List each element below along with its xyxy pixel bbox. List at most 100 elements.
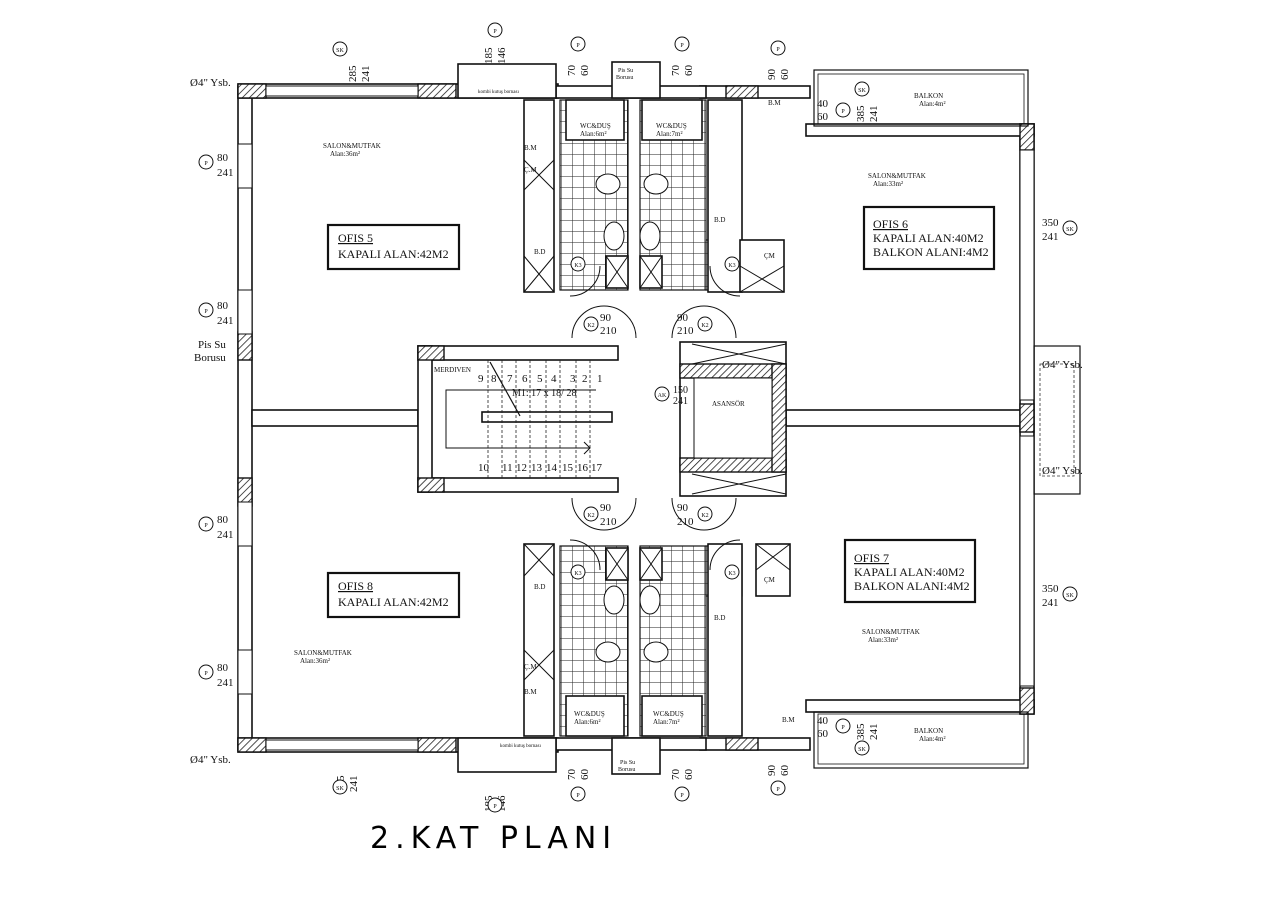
svg-text:kombi kutuş bornası: kombi kutuş bornası — [478, 90, 519, 95]
svg-text:Alan:6m²: Alan:6m² — [580, 130, 607, 138]
svg-text:241: 241 — [217, 677, 234, 689]
svg-text:P: P — [776, 47, 780, 53]
svg-text:Borusu: Borusu — [194, 352, 226, 364]
svg-text:KAPALI ALAN:40M2: KAPALI ALAN:40M2 — [873, 231, 984, 245]
svg-text:K3: K3 — [574, 263, 581, 269]
svg-text:Pis Su: Pis Su — [198, 339, 226, 351]
room-label: SALON&MUTFAK — [862, 628, 920, 636]
svg-text:241: 241 — [217, 167, 234, 179]
svg-text:Ø4" Ysb.: Ø4" Ysb. — [190, 77, 231, 89]
svg-text:90: 90 — [677, 312, 689, 324]
svg-text:SK: SK — [858, 88, 866, 94]
svg-text:P: P — [493, 804, 497, 810]
plan-title: 2.KAT PLANI — [370, 821, 617, 856]
room-labels: SALON&MUTFAK Alan:36m² SALON&MUTFAK Alan… — [190, 68, 1083, 773]
svg-text:B.M: B.M — [782, 716, 795, 724]
svg-text:Alan:7m²: Alan:7m² — [656, 130, 683, 138]
svg-text:210: 210 — [600, 516, 617, 528]
svg-text:Alan:36m²: Alan:36m² — [300, 657, 330, 665]
svg-text:OFIS 8: OFIS 8 — [338, 579, 373, 593]
room-label: SALON&MUTFAK — [294, 649, 352, 657]
svg-text:3: 3 — [570, 373, 576, 385]
svg-text:40: 40 — [817, 98, 829, 110]
svg-text:210: 210 — [677, 325, 694, 337]
svg-text:Alan:4m²: Alan:4m² — [919, 100, 946, 108]
svg-text:Alan:4m²: Alan:4m² — [919, 735, 946, 743]
svg-text:70: 70 — [670, 769, 682, 781]
svg-text:241: 241 — [217, 315, 234, 327]
svg-text:60: 60 — [683, 769, 695, 781]
svg-text:AK: AK — [658, 393, 667, 399]
svg-text:Pis Su: Pis Su — [618, 68, 633, 74]
svg-text:Alan:6m²: Alan:6m² — [574, 718, 601, 726]
svg-text:WC&DUŞ: WC&DUŞ — [653, 710, 684, 718]
svg-text:WC&DUŞ: WC&DUŞ — [574, 710, 605, 718]
svg-text:P: P — [204, 161, 208, 167]
svg-text:60: 60 — [779, 765, 791, 777]
svg-text:16: 16 — [577, 462, 589, 474]
svg-text:kombi kutuş bornası: kombi kutuş bornası — [500, 744, 541, 749]
svg-text:P: P — [680, 793, 684, 799]
svg-text:5: 5 — [537, 373, 543, 385]
svg-text:Ø4" Ysb.: Ø4" Ysb. — [1042, 465, 1083, 477]
svg-text:150: 150 — [673, 385, 688, 396]
windows — [237, 61, 1035, 775]
dimension-tags: SK 285 241 P 185 146 P 70 60 P 70 60 P 9… — [198, 22, 1078, 813]
svg-text:10: 10 — [478, 462, 490, 474]
svg-text:241: 241 — [348, 776, 360, 793]
svg-text:60: 60 — [579, 769, 591, 781]
svg-text:P: P — [841, 725, 845, 731]
svg-text:MERDIVEN: MERDIVEN — [434, 366, 471, 374]
svg-text:70: 70 — [670, 65, 682, 77]
svg-text:OFIS 7: OFIS 7 — [854, 551, 889, 565]
svg-text:K2: K2 — [587, 323, 594, 329]
svg-text:BALKON: BALKON — [914, 727, 943, 735]
svg-text:90: 90 — [766, 69, 778, 81]
svg-text:350: 350 — [1042, 217, 1059, 229]
svg-text:WC&DUŞ: WC&DUŞ — [656, 122, 687, 130]
svg-text:385: 385 — [855, 105, 867, 122]
svg-text:90: 90 — [677, 502, 689, 514]
svg-text:60: 60 — [817, 728, 829, 740]
svg-text:K3: K3 — [574, 571, 581, 577]
outer-walls — [237, 83, 1035, 753]
svg-text:P: P — [680, 43, 684, 49]
svg-text:ÇM: ÇM — [764, 252, 776, 260]
svg-text:80: 80 — [217, 152, 229, 164]
svg-text:90: 90 — [766, 765, 778, 777]
svg-text:P: P — [576, 43, 580, 49]
svg-text:90: 90 — [600, 502, 612, 514]
svg-text:WC&DUŞ: WC&DUŞ — [580, 122, 611, 130]
svg-text:8: 8 — [491, 373, 497, 385]
svg-text:P: P — [204, 523, 208, 529]
svg-text:241: 241 — [217, 529, 234, 541]
svg-text:241: 241 — [868, 106, 880, 123]
svg-text:Alan:33m²: Alan:33m² — [868, 636, 898, 644]
svg-text:241: 241 — [360, 66, 372, 83]
svg-text:Pis Su: Pis Su — [620, 760, 635, 766]
svg-text:B.D: B.D — [534, 583, 545, 591]
svg-text:P: P — [204, 671, 208, 677]
elevator — [679, 341, 787, 497]
office-box-6: OFIS 6 KAPALI ALAN:40M2 BALKON ALANI:4M2 — [862, 205, 996, 271]
svg-text:M1: 17 x 18/ 28: M1: 17 x 18/ 28 — [512, 388, 576, 399]
svg-text:1: 1 — [597, 373, 603, 385]
svg-text:Ø4" Ysb.: Ø4" Ysb. — [190, 754, 231, 766]
svg-text:13: 13 — [531, 462, 543, 474]
svg-text:60: 60 — [579, 65, 591, 77]
svg-text:210: 210 — [677, 516, 694, 528]
svg-text:Alan:7m²: Alan:7m² — [653, 718, 680, 726]
svg-text:11: 11 — [502, 462, 513, 474]
svg-text:80: 80 — [217, 662, 229, 674]
svg-text:17: 17 — [591, 462, 603, 474]
svg-text:K2: K2 — [701, 323, 708, 329]
svg-text:BALKON ALANI:4M2: BALKON ALANI:4M2 — [873, 245, 989, 259]
svg-text:4: 4 — [551, 373, 557, 385]
svg-text:K3: K3 — [728, 571, 735, 577]
svg-text:P: P — [493, 29, 497, 35]
svg-text:9: 9 — [478, 373, 484, 385]
svg-text:Alan:33m²: Alan:33m² — [873, 180, 903, 188]
svg-text:80: 80 — [217, 514, 229, 526]
svg-text:14: 14 — [546, 462, 558, 474]
